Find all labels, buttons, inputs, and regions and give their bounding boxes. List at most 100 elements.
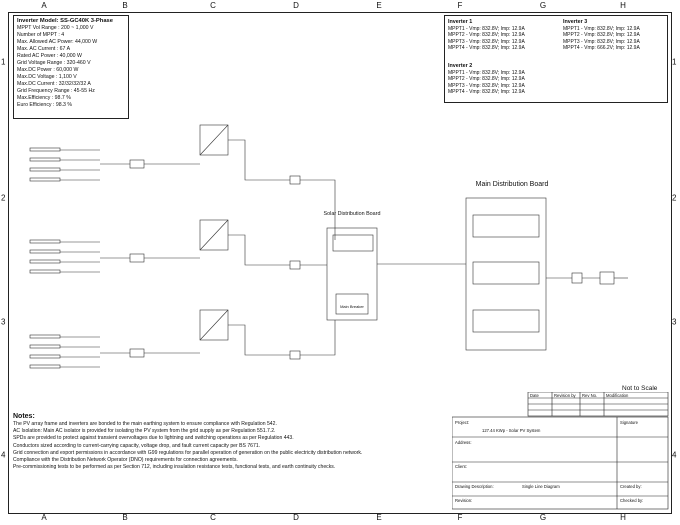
- spec-line: Max.Efficiency : 98.7 %: [17, 95, 71, 101]
- main-board-title: Main Distribution Board: [476, 181, 549, 188]
- spec-title: Inverter Model: SS-GC40K 3-Phase: [17, 18, 113, 24]
- mppt-summary-box: Inverter 1 MPPT1 - Vmp: 832.8V; Imp: 12.…: [444, 15, 668, 103]
- spec-line: Grid Frequency Range : 45-55 Hz: [17, 88, 95, 94]
- col-label: F: [457, 513, 463, 522]
- row-label: 1: [672, 57, 677, 67]
- mppt-line: MPPT4 - Vmp: 832.8V; Imp: 12.9A: [448, 45, 525, 52]
- title-block: Date Revision by Rev No. Modification Pr…: [452, 392, 669, 510]
- dc-isolator-icon: [129, 159, 145, 169]
- drawing-desc-label: Drawing Description:: [455, 484, 494, 489]
- main-isolator-icon: [571, 272, 583, 284]
- pv-array-icon: [29, 177, 61, 182]
- mppt-line: MPPT3 - Vmp: 832.8V; Imp: 12.9A: [448, 38, 525, 45]
- pv-branch-3: [29, 309, 336, 369]
- row-label: 4: [1, 450, 6, 460]
- drawing-frame: [8, 12, 672, 514]
- spec-line: Max.DC Power : 60,000 W: [17, 67, 79, 73]
- dc-isolator-icon: [129, 253, 145, 263]
- pv-array-icon: [29, 239, 61, 244]
- col-label: H: [620, 513, 626, 522]
- pv-array-icon: [29, 259, 61, 264]
- col-label: C: [210, 1, 216, 10]
- tb-header: Rev No.: [582, 393, 597, 398]
- main-breaker-box: [335, 293, 369, 315]
- ac-isolator-icon: [289, 350, 301, 360]
- col-label: A: [41, 1, 47, 10]
- row-label: 3: [1, 317, 6, 327]
- ac-isolator-icon: [289, 260, 301, 270]
- pv-array-icon: [29, 364, 61, 369]
- col-label: E: [376, 1, 382, 10]
- pv-array-icon: [29, 167, 61, 172]
- col-label: D: [293, 513, 299, 522]
- pv-array-icon: [29, 354, 61, 359]
- row-labels-left: 1 2 3 4: [0, 12, 8, 512]
- spec-line: Max. AC Current : 67 A: [17, 46, 71, 52]
- row-label: 2: [1, 193, 6, 203]
- main-breaker-label: Main Breaker: [340, 304, 364, 309]
- note-line: Conductors sized according to current-ca…: [13, 442, 261, 449]
- row-label: 4: [672, 450, 677, 460]
- col-label: B: [122, 513, 128, 522]
- spec-line: Euro Efficiency : 98.3 %: [17, 102, 72, 108]
- solar-board-title: Solar Distribution Board: [324, 211, 381, 217]
- col-label: G: [539, 513, 547, 522]
- tb-header: Date: [530, 393, 540, 398]
- mppt-line: MPPT1 - Vmp: 832.8V; Imp: 12.9A: [448, 25, 525, 32]
- tb-header: Modification: [606, 393, 629, 398]
- dc-isolator-icon: [129, 348, 145, 358]
- inverter-3-block: Inverter 3 MPPT1 - Vmp: 832.8V; Imp: 12.…: [563, 19, 640, 52]
- main-distribution-board: [465, 197, 547, 351]
- column-labels-bottom: A B C D E F G H: [8, 513, 670, 525]
- inverter-spec-box: Inverter Model: SS-GC40K 3-Phase MPPT Vo…: [13, 15, 129, 119]
- pv-array-icon: [29, 147, 61, 152]
- board-breakers: [332, 234, 374, 252]
- pv-array-icon: [29, 157, 61, 162]
- spec-line: Max. Allowed AC Power: 44,000 W: [17, 39, 98, 45]
- created-by-label: Created by:: [620, 484, 642, 489]
- col-label: E: [376, 513, 382, 522]
- spec-line: Max.DC Voltage : 1,100 V: [17, 74, 77, 80]
- drawing-desc-value: Single Line Diagram: [522, 484, 560, 489]
- note-line: Compliance with the Distribution Network…: [13, 457, 238, 464]
- mppt-line: MPPT2 - Vmp: 832.8V; Imp: 12.9A: [563, 32, 640, 39]
- col-label: C: [210, 513, 216, 522]
- col-label: B: [122, 1, 128, 10]
- note-line: AC Isolation: Main AC isolator is provid…: [13, 428, 276, 435]
- col-label: F: [457, 1, 463, 10]
- project-value: 127.44 KWp - Solar PV System: [482, 428, 541, 433]
- client-label: Client:: [455, 464, 467, 469]
- mppt-line: MPPT1 - Vmp: 832.8V; Imp: 12.9A: [448, 69, 525, 76]
- meter-icon: [599, 271, 615, 285]
- col-label: H: [620, 1, 626, 10]
- note-line: SPDs are provided to protect against tra…: [13, 435, 294, 442]
- notes-title: Notes:: [13, 413, 35, 420]
- col-label: D: [293, 1, 299, 10]
- revision-label: Revision:: [455, 498, 472, 503]
- mppt-line: MPPT4 - Vmp: 832.8V; Imp: 12.9A: [448, 89, 525, 96]
- col-label: A: [41, 513, 47, 522]
- mppt-line: MPPT3 - Vmp: 832.8V; Imp: 12.9A: [448, 82, 525, 89]
- address-label: Address:: [455, 440, 472, 445]
- pv-array-icon: [29, 334, 61, 339]
- mppt-line: MPPT2 - Vmp: 832.8V; Imp: 12.9A: [448, 76, 525, 83]
- pv-array-icon: [29, 344, 61, 349]
- tb-header: Revision by: [554, 393, 577, 398]
- signature-label: Signature: [620, 420, 639, 425]
- row-label: 3: [672, 317, 677, 327]
- checked-by-label: Checked by:: [620, 498, 643, 503]
- inverter-3-title: Inverter 3: [563, 19, 588, 25]
- pv-branch-1: [29, 124, 336, 240]
- spec-line: MPPT Vol Range : 200 ~ 1,000 V: [17, 25, 94, 31]
- solar-distribution-board: [326, 227, 378, 321]
- mppt-line: MPPT4 - Vmp: 666.2V; Imp: 12.9A: [563, 45, 640, 52]
- pv-array-icon: [29, 249, 61, 254]
- inverter-1-title: Inverter 1: [448, 19, 473, 25]
- note-line: Grid connection and export permissions i…: [13, 449, 363, 456]
- spec-line: Number of MPPT : 4: [17, 32, 65, 38]
- spec-line: Max.DC Current : 32/32/32/32 A: [17, 81, 91, 87]
- row-label: 1: [1, 57, 6, 67]
- mppt-line: MPPT1 - Vmp: 832.8V; Imp: 12.9A: [563, 25, 640, 32]
- pv-branch-2: [29, 219, 327, 274]
